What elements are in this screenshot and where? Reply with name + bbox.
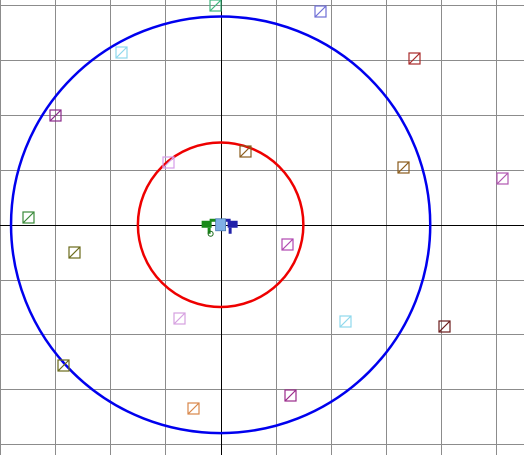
contact-slash: [438, 320, 451, 333]
contact-box: [68, 246, 81, 259]
player-marker[interactable]: [201, 218, 238, 237]
contact-box: [397, 161, 410, 174]
inner-range-ring: [136, 141, 305, 309]
contact-layer: [22, 0, 509, 415]
contact-slash: [57, 359, 70, 372]
contact-box: [284, 389, 297, 402]
contact-marker[interactable]: [281, 238, 294, 251]
contact-slash: [339, 315, 352, 328]
contact-box: [173, 312, 186, 325]
contact-slash: [22, 211, 35, 224]
contact-marker[interactable]: [239, 145, 252, 158]
contact-box: [281, 238, 294, 251]
contact-slash: [173, 312, 186, 325]
player-core: [215, 218, 227, 232]
contact-marker[interactable]: [496, 172, 509, 185]
contact-marker[interactable]: [339, 315, 352, 328]
contact-box: [115, 46, 128, 59]
contact-box: [314, 5, 327, 18]
contact-box: [162, 156, 175, 169]
contact-marker[interactable]: [209, 0, 222, 12]
contact-box: [22, 211, 35, 224]
blue-robot-leg: [228, 227, 232, 234]
contact-box: [496, 172, 509, 185]
contact-box: [239, 145, 252, 158]
contact-slash: [496, 172, 509, 185]
contact-marker[interactable]: [284, 389, 297, 402]
contact-marker[interactable]: [187, 402, 200, 415]
contact-box: [438, 320, 451, 333]
contact-box: [209, 0, 222, 12]
contact-slash: [49, 109, 62, 122]
contact-slash: [68, 246, 81, 259]
contact-slash: [408, 52, 421, 65]
outer-range-ring: [9, 15, 432, 435]
blue-robot-icon: [224, 218, 238, 234]
contact-slash: [115, 46, 128, 59]
contact-marker[interactable]: [173, 312, 186, 325]
contact-marker[interactable]: [68, 246, 81, 259]
contact-marker[interactable]: [314, 5, 327, 18]
contact-marker[interactable]: [438, 320, 451, 333]
contact-marker[interactable]: [115, 46, 128, 59]
contact-slash: [209, 0, 222, 12]
green-robot-leg: [207, 227, 211, 234]
contact-box: [49, 109, 62, 122]
contact-slash: [239, 145, 252, 158]
contact-box: [57, 359, 70, 372]
green-robot-head: [209, 218, 216, 222]
contact-marker[interactable]: [162, 156, 175, 169]
contact-marker[interactable]: [408, 52, 421, 65]
green-robot-body: [201, 220, 212, 228]
contact-marker[interactable]: [57, 359, 70, 372]
contact-slash: [162, 156, 175, 169]
ring-layer: [9, 15, 432, 435]
player-wheel-icon: [207, 230, 214, 237]
blue-robot-head: [224, 218, 231, 222]
contact-box: [187, 402, 200, 415]
contact-marker[interactable]: [49, 109, 62, 122]
contact-slash: [281, 238, 294, 251]
contact-slash: [314, 5, 327, 18]
contact-slash: [284, 389, 297, 402]
contact-marker[interactable]: [397, 161, 410, 174]
contact-marker[interactable]: [22, 211, 35, 224]
green-robot-icon: [201, 218, 216, 234]
contact-slash: [397, 161, 410, 174]
contact-slash: [187, 402, 200, 415]
contact-box: [408, 52, 421, 65]
blue-robot-body: [227, 220, 238, 228]
contact-box: [339, 315, 352, 328]
